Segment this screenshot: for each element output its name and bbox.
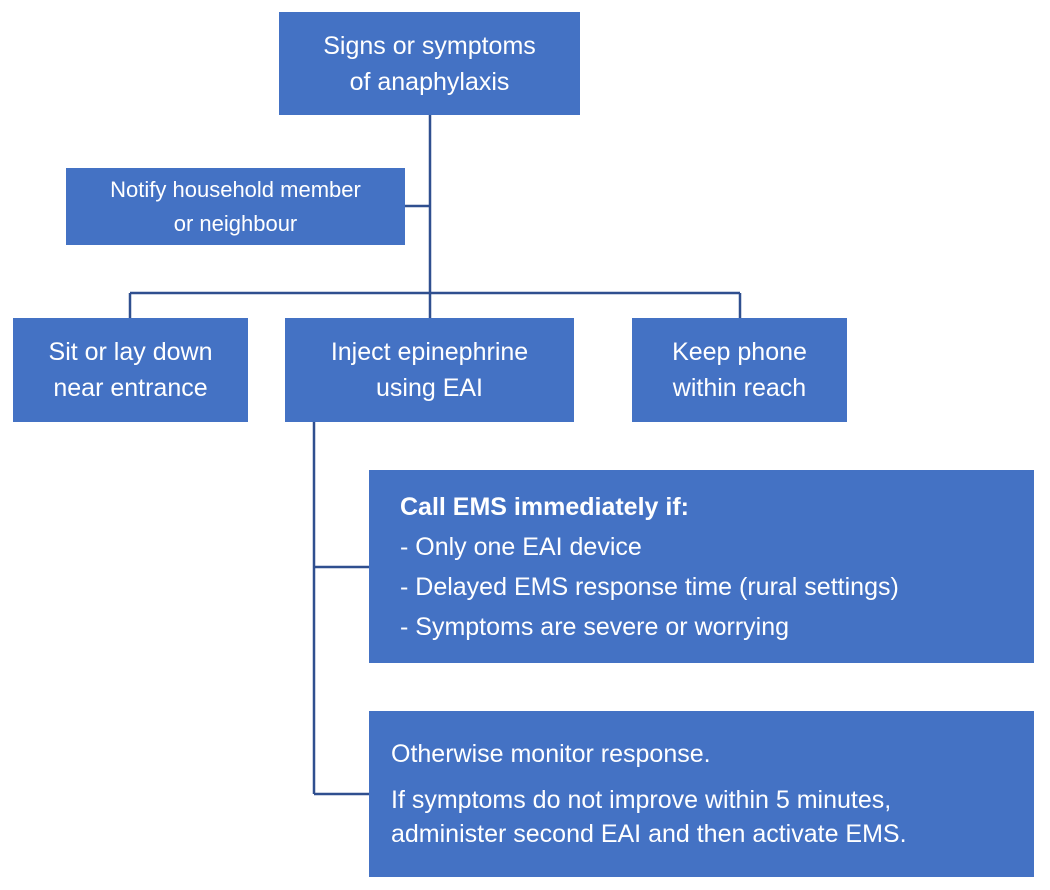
signs-of-anaphylaxis-box: Signs or symptoms of anaphylaxis (279, 12, 580, 115)
sit-or-lay-down-box: Sit or lay down near entrance (13, 318, 248, 422)
inject-box-line-2: using EAI (375, 374, 483, 402)
sit-box-line-2: near entrance (53, 374, 208, 402)
call-ems-item: - Only one EAI device (400, 532, 642, 561)
inject-epinephrine-box: Inject epinephrine using EAI (285, 318, 574, 422)
phone-box-line-2: within reach (672, 374, 807, 402)
notify-box-line-2: or neighbour (173, 210, 298, 236)
notify-box-line-1: Notify household member (110, 176, 361, 202)
call-ems-item: - Delayed EMS response time (rural setti… (400, 572, 899, 601)
monitor-line: administer second EAI and then activate … (391, 820, 907, 848)
notify-household-box: Notify household member or neighbour (66, 168, 405, 245)
signs-box-line-2: of anaphylaxis (349, 67, 510, 96)
call-ems-box: Call EMS immediately if: - Only one EAI … (369, 470, 1034, 663)
monitor-line: If symptoms do not improve within 5 minu… (391, 786, 892, 814)
call-ems-item: - Symptoms are severe or worrying (400, 612, 790, 641)
phone-box-line-1: Keep phone (672, 338, 807, 366)
sit-box-line-1: Sit or lay down (48, 338, 213, 366)
monitor-line: Otherwise monitor response. (391, 740, 711, 768)
inject-box-line-1: Inject epinephrine (330, 338, 529, 366)
monitor-paragraph-2: If symptoms do not improve within 5 minu… (391, 783, 907, 851)
call-ems-heading: Call EMS immediately if: (400, 492, 689, 521)
signs-box-line-1: Signs or symptoms (323, 31, 536, 60)
monitor-response-box: Otherwise monitor response. If symptoms … (369, 711, 1034, 877)
keep-phone-box: Keep phone within reach (632, 318, 847, 422)
monitor-paragraph-1: Otherwise monitor response. (391, 737, 711, 771)
